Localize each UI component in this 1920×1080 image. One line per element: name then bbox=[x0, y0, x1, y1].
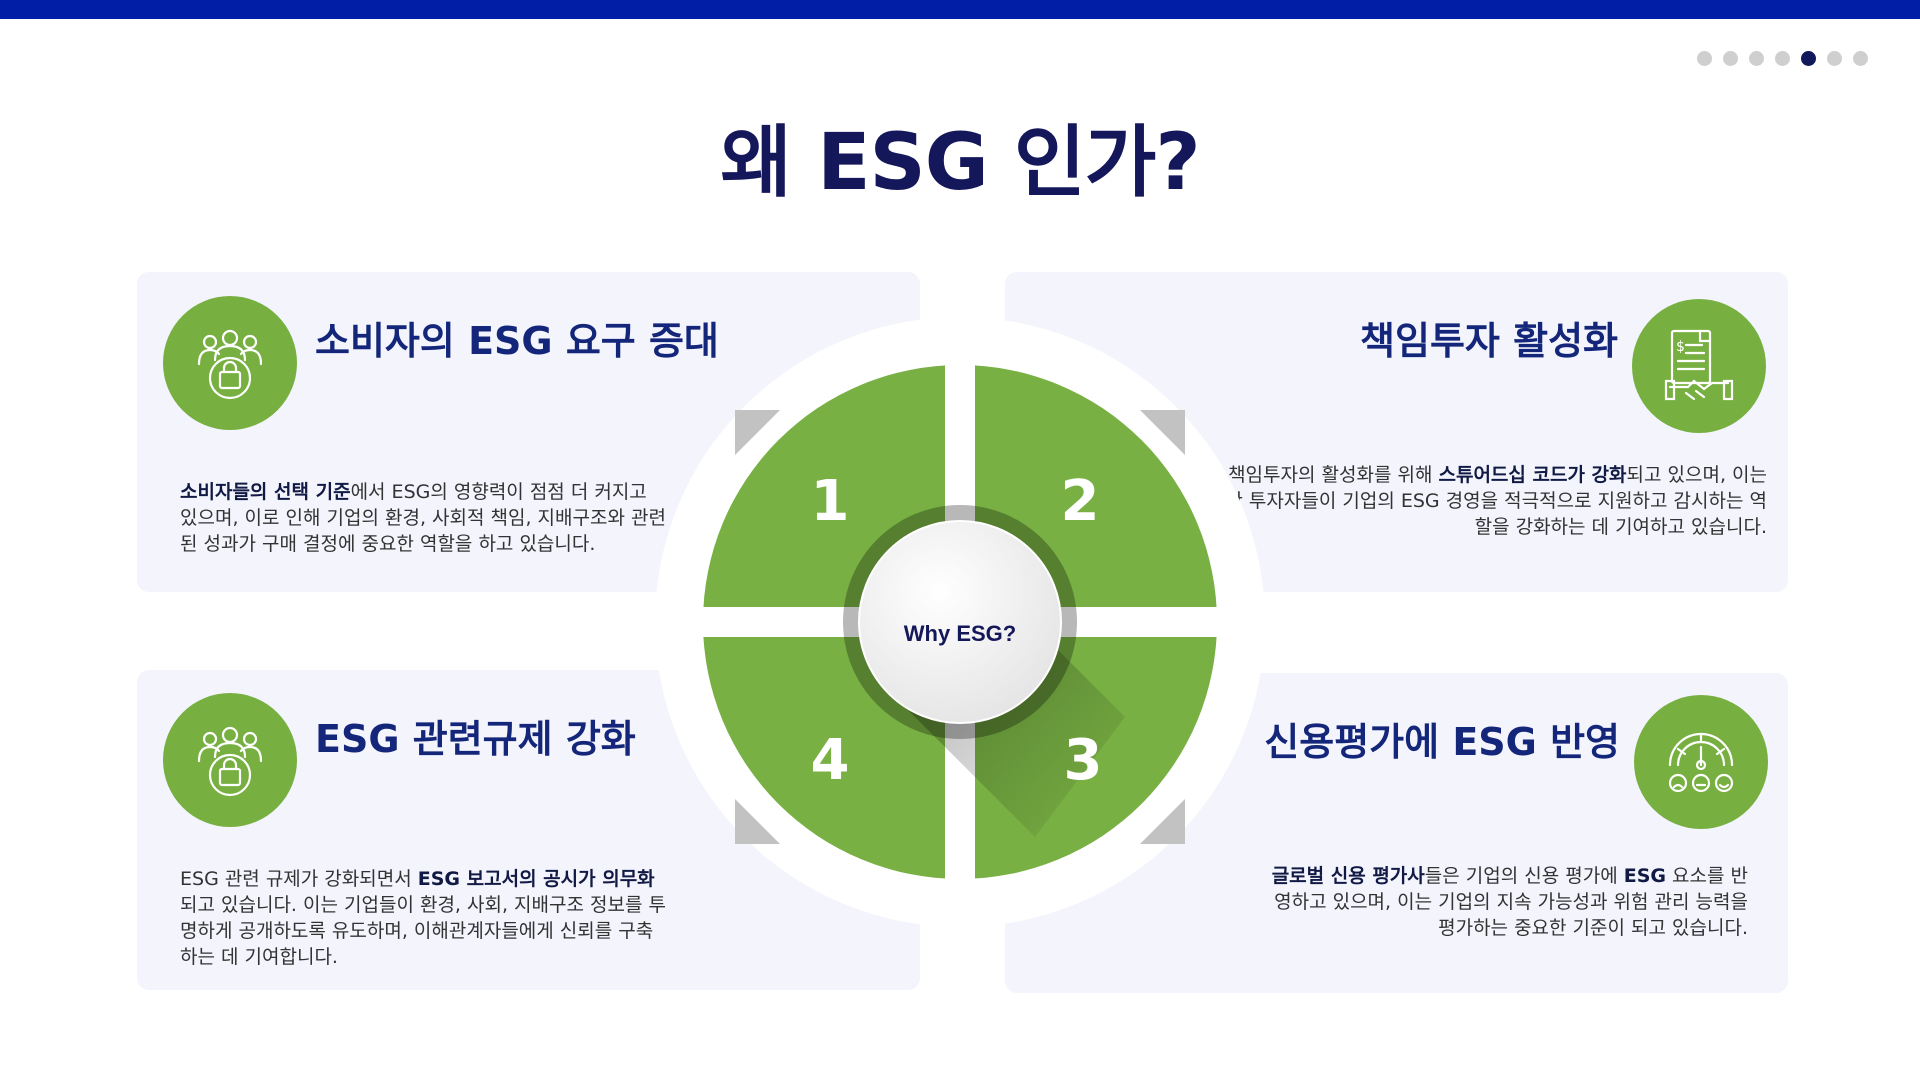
esg-quadrant-diagram: 1 2 3 4 Why ESG? bbox=[655, 317, 1265, 927]
card-title: 소비자의 ESG 요구 증대 bbox=[315, 319, 719, 363]
center-circle[interactable] bbox=[858, 520, 1062, 724]
corner-triangle bbox=[735, 410, 780, 455]
pagination-dot[interactable] bbox=[1723, 51, 1738, 66]
corner-triangle bbox=[1140, 799, 1185, 844]
card-text-bold: 글로벌 신용 평가사 bbox=[1271, 865, 1425, 887]
consumers-shopping-bag-icon bbox=[163, 693, 297, 827]
card-description: 소비자들의 선택 기준에서 ESG의 영향력이 점점 더 커지고 있으며, 이로… bbox=[180, 479, 670, 557]
quadrant-number: 4 bbox=[811, 728, 850, 793]
investment-document-handshake-icon: $ bbox=[1632, 299, 1766, 433]
corner-triangle bbox=[735, 799, 780, 844]
card-text-mid: 들은 기업의 신용 평가에 bbox=[1424, 865, 1624, 887]
page-title: 왜 ESG 인가? bbox=[720, 118, 1200, 208]
pagination-dot[interactable] bbox=[1827, 51, 1842, 66]
card-text-bold: 소비자들의 선택 기준 bbox=[180, 481, 351, 503]
card-title: 신용평가에 ESG 반영 bbox=[1264, 720, 1620, 764]
quadrant-number: 1 bbox=[811, 469, 850, 534]
pagination-dot[interactable] bbox=[1749, 51, 1764, 66]
pagination-dot[interactable] bbox=[1853, 51, 1868, 66]
card-text-intro: ESG 관련 규제가 강화되면서 bbox=[180, 868, 418, 890]
card-title: ESG 관련규제 강화 bbox=[315, 717, 636, 761]
pagination-dot-active[interactable] bbox=[1801, 51, 1816, 66]
slide-pagination bbox=[1697, 51, 1868, 66]
consumers-shopping-bag-icon bbox=[163, 296, 297, 430]
card-description: ESG 관련 규제가 강화되면서 ESG 보고서의 공시가 의무화 되고 있습니… bbox=[180, 866, 670, 970]
top-accent-bar bbox=[0, 0, 1920, 19]
quadrant-number: 2 bbox=[1061, 469, 1100, 534]
card-text-body: 요소를 반영하고 있으며, 이는 기업의 지속 가능성과 위험 관리 능력을 평… bbox=[1274, 865, 1748, 939]
svg-text:$: $ bbox=[1676, 339, 1685, 355]
card-text-bold-esg: ESG bbox=[1623, 865, 1666, 887]
card-text-body: 되고 있으며, 이는 기관 투자자들이 기업의 ESG 경영을 적극적으로 지원… bbox=[1207, 464, 1767, 538]
pagination-dot[interactable] bbox=[1775, 51, 1790, 66]
rating-gauge-icon bbox=[1634, 695, 1768, 829]
card-text-bold: 스튜어드십 코드가 강화 bbox=[1438, 464, 1627, 486]
card-description: 글로벌 신용 평가사들은 기업의 신용 평가에 ESG 요소를 반영하고 있으며… bbox=[1268, 863, 1748, 941]
card-title: 책임투자 활성화 bbox=[1360, 319, 1618, 363]
card-description: 책임투자의 활성화를 위해 스튜어드십 코드가 강화되고 있으며, 이는 기관 … bbox=[1207, 462, 1767, 540]
quadrant-number: 3 bbox=[1064, 728, 1103, 793]
card-text-bold: ESG 보고서의 공시가 의무화 bbox=[417, 868, 655, 890]
card-text-body: 에서 ESG의 영향력이 점점 더 커지고 있으며, 이로 인해 기업의 환경,… bbox=[180, 481, 666, 555]
pagination-dot[interactable] bbox=[1697, 51, 1712, 66]
card-text-intro: 책임투자의 활성화를 위해 bbox=[1228, 464, 1439, 486]
card-text-body: 되고 있습니다. 이는 기업들이 환경, 사회, 지배구조 정보를 투명하게 공… bbox=[180, 894, 666, 968]
center-label: Why ESG? bbox=[904, 621, 1016, 646]
corner-triangle bbox=[1140, 410, 1185, 455]
